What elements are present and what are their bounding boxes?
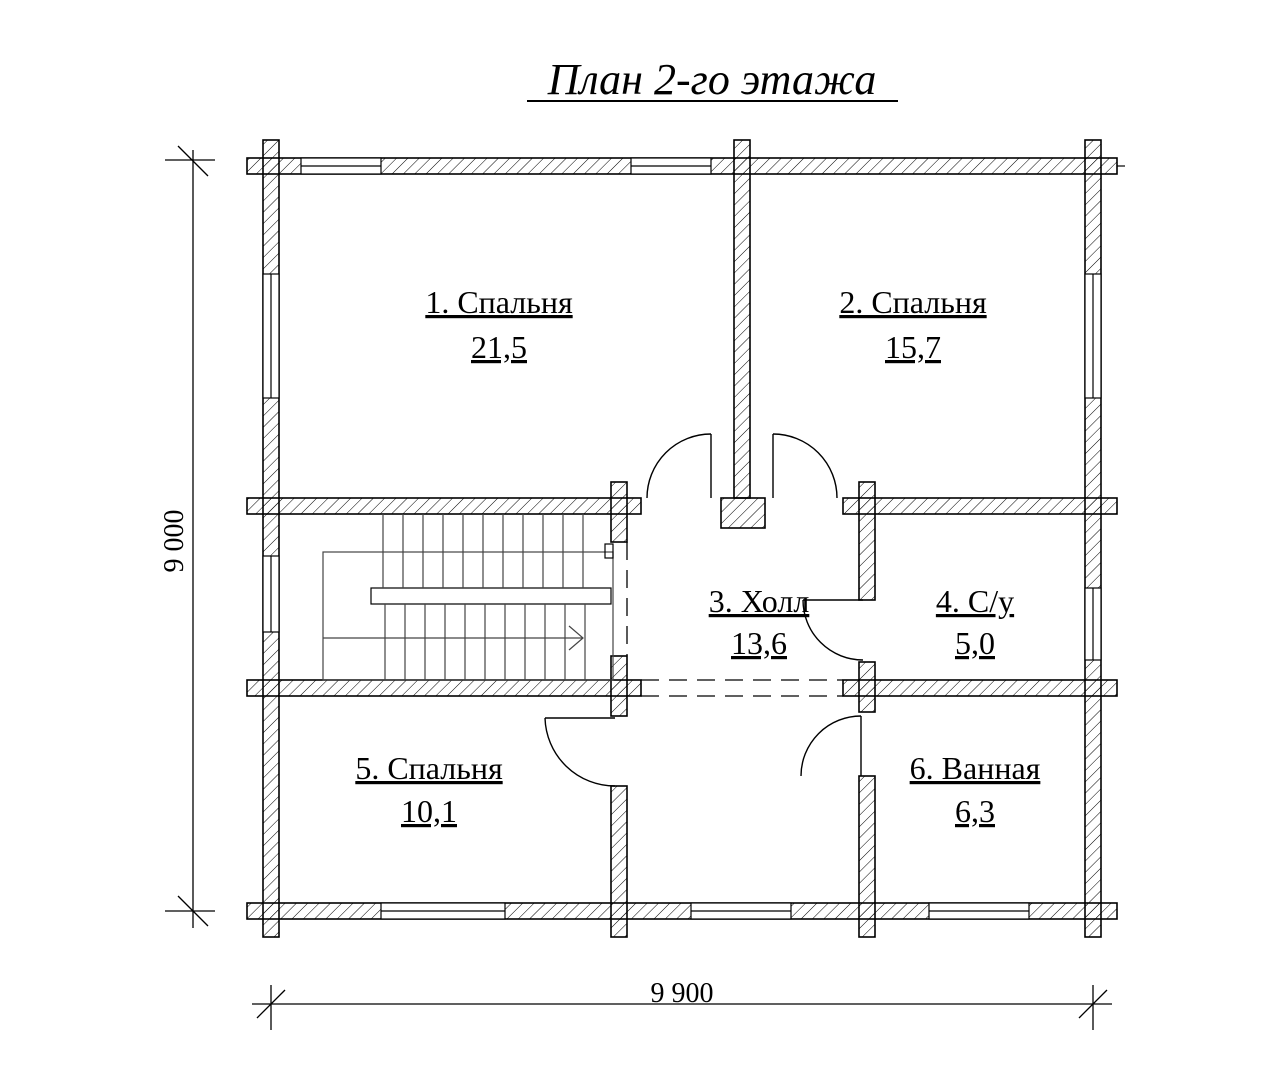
stair-direction-arrow [568, 625, 584, 651]
door-bedroom-5 [544, 717, 616, 787]
wall-bedroom-divider [733, 139, 751, 499]
room-name-4: 4. С/у [936, 583, 1014, 619]
room-area-3: 13,6 [731, 625, 787, 661]
stair-treads [382, 514, 586, 680]
room-name-2: 2. Спальня [839, 284, 987, 320]
room-area-2: 15,7 [885, 329, 941, 365]
room-area-5: 10,1 [401, 793, 457, 829]
height-dimension-label: 9 000 [159, 510, 190, 573]
door-bedroom-2 [772, 433, 838, 499]
wall-toilet-left-top [858, 481, 876, 601]
wall-hall-left-upper [610, 481, 628, 543]
wall-left [262, 139, 280, 938]
wall-mid-2 [246, 679, 642, 697]
plan-title: План 2-го этажа [547, 55, 877, 104]
doors [544, 433, 864, 787]
wall-mid-1 [246, 497, 642, 515]
stair-post [604, 543, 614, 559]
room-area-1: 21,5 [471, 329, 527, 365]
door-bedroom-1 [646, 433, 712, 499]
room-name-1: 1. Спальня [425, 284, 573, 320]
room-name-5: 5. Спальня [355, 750, 503, 786]
wall-bath-left [858, 775, 876, 938]
wall-hall-left-mid [610, 655, 628, 717]
wall-right [1084, 139, 1102, 938]
room-name-3: 3. Холл [709, 583, 810, 619]
door-toilet [802, 599, 864, 661]
room-area-4: 5,0 [955, 625, 995, 661]
windows [262, 157, 1102, 920]
dimension-height: 9 000 [159, 145, 215, 928]
wall-mid-1b [842, 497, 1118, 515]
wall-hall-left-lower [610, 785, 628, 938]
wall-mid-2b [842, 679, 1118, 697]
dimension-width: 9 900 [252, 978, 1112, 1030]
room-area-6: 6,3 [955, 793, 995, 829]
stair-railing [370, 587, 612, 605]
wall-toilet-left-bottom [858, 661, 876, 713]
staircase [322, 514, 614, 681]
stair-outline [322, 551, 614, 681]
wall-bedroom-divider-stub [720, 497, 766, 529]
room-name-6: 6. Ванная [910, 750, 1041, 786]
room-labels: 1. Спальня 21,5 2. Спальня 15,7 3. Холл … [355, 284, 1040, 829]
open-boundaries [626, 542, 843, 697]
width-dimension-label: 9 900 [651, 978, 714, 1009]
door-bathroom [800, 715, 862, 777]
